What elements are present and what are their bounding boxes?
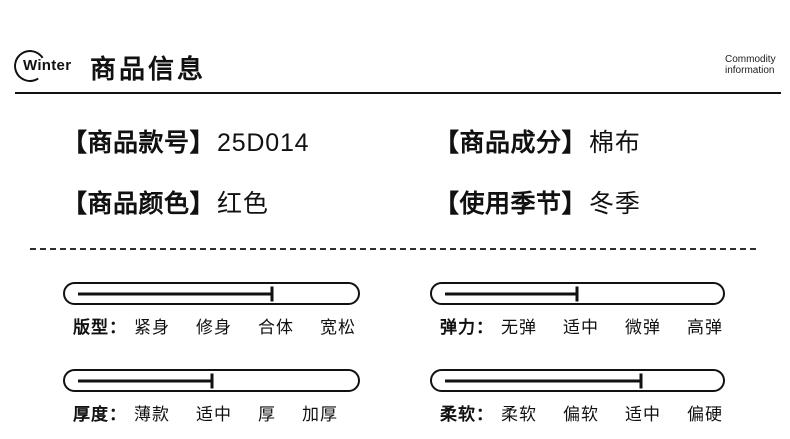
logo-text: Winter [23,57,72,74]
slider-thickness: 厚度： 薄款 适中 厚 加厚 [63,369,360,425]
info-item-style-number: 【商品款号】25D014 [62,124,434,162]
slider-name: 厚度： [73,405,127,424]
header: Winter 商品信息 Commodity information [11,46,778,88]
slider-fill-line [445,292,577,295]
slider-option: 适中 [625,405,661,424]
winter-logo: Winter [11,46,94,86]
slider-option: 修身 [196,318,232,337]
product-info-grid: 【商品款号】25D014 【商品成分】棉布 【商品颜色】红色 【使用季节】冬季 [62,124,641,223]
slider-name: 柔软： [440,405,494,424]
info-label: 【商品颜色】 [62,190,216,218]
slider-marker-tick [575,286,579,301]
slider-option: 偏软 [563,405,599,424]
slider-options: 薄款 适中 厚 加厚 [134,400,338,425]
slider-softness-track [430,369,725,392]
info-label: 【商品成分】 [434,129,588,157]
slider-marker-tick [210,373,214,388]
info-item-season: 【使用季节】冬季 [434,185,641,223]
info-value: 冬季 [589,190,641,218]
slider-option: 适中 [196,405,232,424]
dashed-divider [30,248,760,250]
slider-option: 柔软 [501,405,537,424]
slider-option: 无弹 [501,318,537,337]
slider-fill-line [78,379,213,382]
slider-fill-line [445,379,642,382]
slider-option: 加厚 [302,405,338,424]
subtitle-line2: information [725,65,775,76]
slider-options: 无弹 适中 微弹 高弹 [501,313,723,338]
slider-fit-labels: 版型： 紧身 修身 合体 宽松 [73,313,360,338]
slider-marker-tick [270,286,274,301]
slider-thickness-track [63,369,360,392]
slider-elasticity-track [430,282,725,305]
slider-fit-track [63,282,360,305]
slider-fit: 版型： 紧身 修身 合体 宽松 [63,282,360,338]
attribute-sliders: 版型： 紧身 修身 合体 宽松 弹力： 无弹 适中 微弹 高弹 [63,282,725,425]
slider-option: 厚 [258,405,276,424]
subtitle-line1: Commodity [725,54,776,65]
slider-option: 紧身 [134,318,170,337]
slider-options: 柔软 偏软 适中 偏硬 [501,400,723,425]
info-label: 【使用季节】 [434,190,588,218]
info-item-composition: 【商品成分】棉布 [434,124,641,162]
info-value: 红色 [217,190,269,218]
slider-name: 版型： [73,318,127,337]
subtitle-english: Commodity information [725,54,776,76]
slider-options: 紧身 修身 合体 宽松 [134,313,356,338]
info-value: 25D014 [217,129,310,157]
header-divider [15,92,781,94]
slider-option: 合体 [258,318,294,337]
slider-softness-labels: 柔软： 柔软 偏软 适中 偏硬 [440,400,725,425]
slider-option: 偏硬 [687,405,723,424]
slider-fill-line [78,292,273,295]
slider-elasticity: 弹力： 无弹 适中 微弹 高弹 [430,282,725,338]
slider-name: 弹力： [440,318,494,337]
page-title: 商品信息 [90,54,207,84]
slider-elasticity-labels: 弹力： 无弹 适中 微弹 高弹 [440,313,725,338]
slider-option: 高弹 [687,318,723,337]
info-label: 【商品款号】 [62,129,216,157]
slider-option: 宽松 [320,318,356,337]
slider-marker-tick [639,373,643,388]
slider-thickness-labels: 厚度： 薄款 适中 厚 加厚 [73,400,360,425]
info-item-color: 【商品颜色】红色 [62,185,434,223]
slider-option: 薄款 [134,405,170,424]
info-value: 棉布 [589,129,641,157]
slider-softness: 柔软： 柔软 偏软 适中 偏硬 [430,369,725,425]
slider-option: 适中 [563,318,599,337]
slider-option: 微弹 [625,318,661,337]
